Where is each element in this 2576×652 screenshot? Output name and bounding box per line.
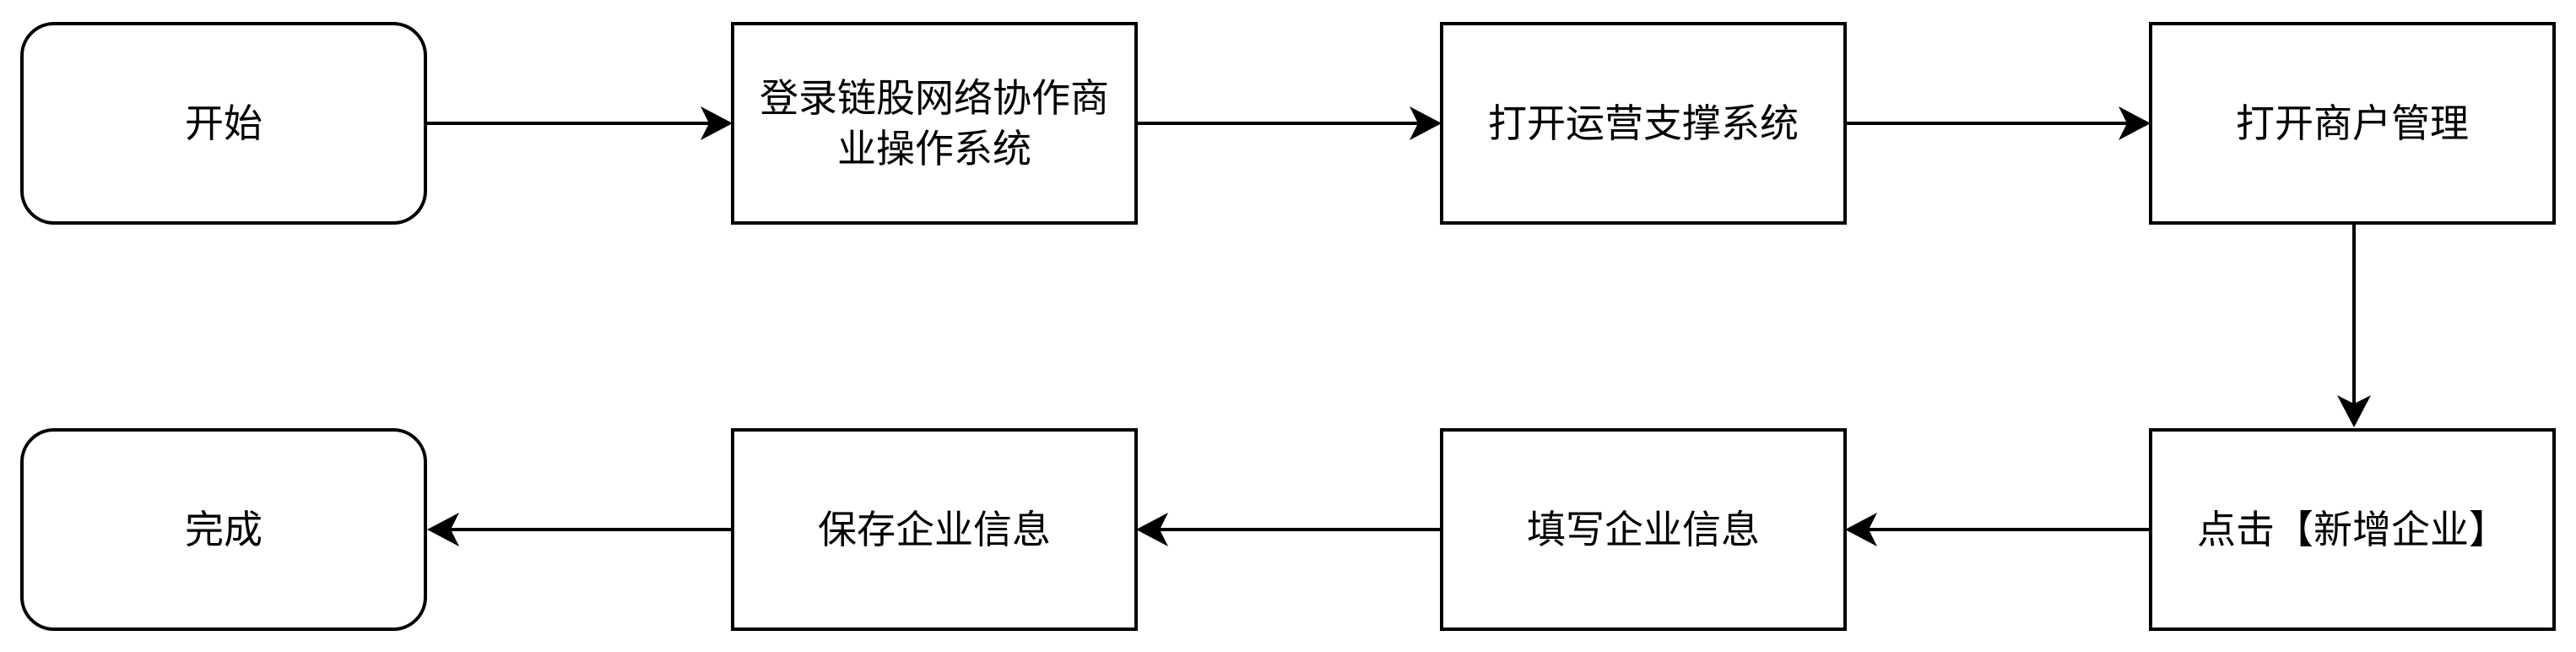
node-click-new-label: 点击【新增企业】 — [2197, 507, 2508, 552]
node-fill-info: 填写企业信息 — [1440, 428, 1847, 631]
edge-click-new-to-fill-info — [1845, 513, 2151, 546]
node-done-label: 完成 — [185, 507, 262, 552]
node-click-new: 点击【新增企业】 — [2149, 428, 2556, 631]
edge-start-to-login — [427, 106, 733, 140]
node-save-info: 保存企业信息 — [731, 428, 1138, 631]
node-start-label: 开始 — [185, 101, 262, 146]
node-open-ops-label: 打开运营支撑系统 — [1488, 101, 1799, 146]
edge-login-to-open-ops — [1136, 106, 1442, 140]
edge-save-info-to-done — [427, 513, 733, 546]
node-open-ops: 打开运营支撑系统 — [1440, 22, 1847, 225]
node-open-merchant: 打开商户管理 — [2149, 22, 2556, 225]
node-fill-info-label: 填写企业信息 — [1527, 507, 1760, 552]
node-open-merchant-label: 打开商户管理 — [2236, 101, 2469, 146]
node-login: 登录链股网络协作商业操作系统 — [731, 22, 1138, 225]
edge-open-merchant-to-click-new — [2337, 225, 2371, 427]
node-done: 完成 — [20, 428, 427, 631]
node-save-info-label: 保存企业信息 — [818, 507, 1051, 552]
node-start: 开始 — [20, 22, 427, 225]
node-login-label: 登录链股网络协作商业操作系统 — [760, 75, 1109, 171]
edge-fill-info-to-save-info — [1136, 513, 1442, 546]
edge-open-ops-to-open-merchant — [1845, 106, 2151, 140]
